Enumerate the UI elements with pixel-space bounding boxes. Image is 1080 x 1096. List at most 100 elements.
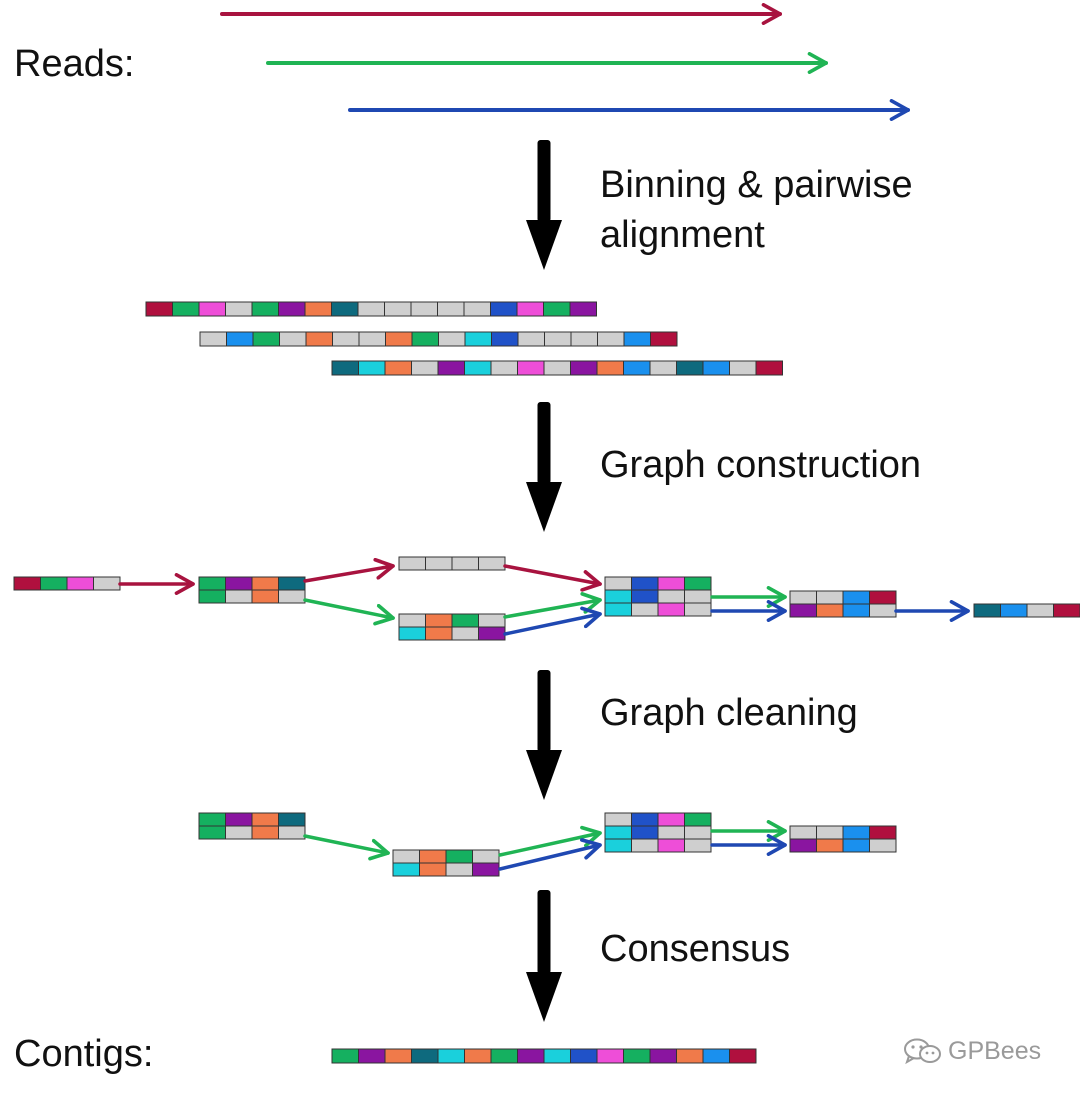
clean-node-4 bbox=[789, 825, 897, 853]
aligned-read-2-cell bbox=[385, 331, 413, 347]
clean-node-4-row-cell bbox=[816, 825, 844, 840]
aligned-read-3-cell bbox=[649, 360, 677, 376]
clean-node-2-row-cell bbox=[472, 849, 500, 864]
clean-node-1-row bbox=[198, 812, 306, 827]
clean-node-4-row-cell bbox=[789, 838, 817, 853]
graph-node-2-row-cell bbox=[225, 589, 253, 604]
contig-cell bbox=[543, 1048, 571, 1064]
graph-node-4-row-cell bbox=[451, 613, 479, 628]
aligned-read-2-cell bbox=[199, 331, 227, 347]
graph-node-7-row-cell bbox=[1053, 603, 1080, 618]
contig-cell bbox=[464, 1048, 492, 1064]
step-graph-cleaning-label: Graph cleaning bbox=[600, 692, 858, 734]
contig-cell bbox=[729, 1048, 757, 1064]
graph-node-7-row bbox=[973, 603, 1080, 618]
aligned-read-1-cell bbox=[543, 301, 571, 317]
graph-node-2-row-cell bbox=[198, 576, 226, 591]
contig-cell bbox=[490, 1048, 518, 1064]
clean-node-3-row-cell bbox=[684, 838, 712, 853]
aligned-read-3-cell bbox=[437, 360, 465, 376]
graph-node-5-row-cell bbox=[631, 602, 659, 617]
aligned-read-1-cell bbox=[172, 301, 200, 317]
step-binning-label: Binning & pairwise alignment bbox=[600, 164, 913, 257]
aligned-read-2-cell bbox=[464, 331, 492, 347]
aligned-read-1-cell bbox=[463, 301, 491, 317]
alignment-layer bbox=[145, 301, 783, 376]
aligned-read-2-cell bbox=[517, 331, 545, 347]
graph-node-2-row-cell bbox=[251, 576, 279, 591]
aligned-read-3-cell bbox=[490, 360, 518, 376]
graph-node-5-row-cell bbox=[684, 576, 712, 591]
clean-node-2-row bbox=[392, 862, 500, 877]
graph-node-5-row-cell bbox=[631, 576, 659, 591]
graph-node-1-row-cell bbox=[40, 576, 68, 591]
aligned-read-3-cell bbox=[411, 360, 439, 376]
clean-node-3-row bbox=[604, 838, 712, 853]
clean-node-2-row-cell bbox=[472, 862, 500, 877]
graph-node-6-row-cell bbox=[789, 590, 817, 605]
reads-label: Reads: bbox=[14, 43, 135, 85]
aligned-read-2-cell bbox=[650, 331, 678, 347]
aligned-read-3-cell bbox=[517, 360, 545, 376]
step-arrows bbox=[526, 140, 562, 1022]
aligned-read-1-cell bbox=[490, 301, 518, 317]
contig-cell bbox=[437, 1048, 465, 1064]
aligned-read-1-cell bbox=[251, 301, 279, 317]
clean-node-1-row-cell bbox=[225, 812, 253, 827]
edge-red bbox=[303, 557, 395, 583]
graph-node-7-row-cell bbox=[973, 603, 1001, 618]
clean-node-3-row-cell bbox=[604, 825, 632, 840]
clean-node-1-row-cell bbox=[251, 825, 279, 840]
aligned-read-2-cell bbox=[544, 331, 572, 347]
clean-node-3-row-cell bbox=[604, 812, 632, 827]
clean-node-2 bbox=[392, 849, 500, 877]
aligned-read-1-cell bbox=[145, 301, 173, 317]
graph-node-4-row-cell bbox=[451, 626, 479, 641]
clean-node-3-row-cell bbox=[631, 812, 659, 827]
aligned-read-2-cell bbox=[411, 331, 439, 347]
contig-cell bbox=[649, 1048, 677, 1064]
graph-node-4-row bbox=[398, 613, 506, 628]
aligned-read-2-cell bbox=[305, 331, 333, 347]
contig-cell bbox=[411, 1048, 439, 1064]
aligned-read-2-cell bbox=[226, 331, 254, 347]
graph-node-5-row-cell bbox=[657, 589, 685, 604]
graph-node-7-row-cell bbox=[1000, 603, 1028, 618]
clean-node-2-row-cell bbox=[392, 849, 420, 864]
graph-node-2-row bbox=[198, 589, 306, 604]
clean-node-1-row-cell bbox=[198, 825, 226, 840]
graph-node-5-row-cell bbox=[684, 602, 712, 617]
step-arrow-1 bbox=[526, 140, 562, 270]
wechat-icon bbox=[904, 1038, 941, 1065]
clean-node-2-row-cell bbox=[445, 862, 473, 877]
clean-node-3-row bbox=[604, 812, 712, 827]
clean-node-4-row-cell bbox=[842, 825, 870, 840]
edge-blue bbox=[503, 606, 602, 636]
watermark: GPBees bbox=[902, 1034, 1062, 1068]
graph-node-7-row-cell bbox=[1026, 603, 1054, 618]
graph-node-4-row-cell bbox=[425, 626, 453, 641]
aligned-read-2-cell bbox=[358, 331, 386, 347]
contig-cell bbox=[331, 1048, 359, 1064]
reads-layer bbox=[220, 3, 910, 121]
graph-node-4-row bbox=[398, 626, 506, 641]
graph-node-2-row-cell bbox=[225, 576, 253, 591]
aligned-read-3-cell bbox=[596, 360, 624, 376]
clean-node-4-row-cell bbox=[842, 838, 870, 853]
contig-cell bbox=[676, 1048, 704, 1064]
contig-cell bbox=[517, 1048, 545, 1064]
graph-node-3-row-cell bbox=[478, 556, 506, 571]
clean-graph-layer bbox=[198, 812, 897, 877]
clean-node-3-row-cell bbox=[657, 825, 685, 840]
edge-green bbox=[503, 592, 602, 619]
contig-cell bbox=[570, 1048, 598, 1064]
graph-node-7 bbox=[973, 603, 1080, 618]
contig bbox=[331, 1048, 757, 1064]
aligned-read-2-cell bbox=[252, 331, 280, 347]
aligned-read-2-cell bbox=[597, 331, 625, 347]
aligned-read-2-cell bbox=[570, 331, 598, 347]
aligned-read-2-cell bbox=[332, 331, 360, 347]
aligned-read-2-cell bbox=[623, 331, 651, 347]
clean-node-1-row bbox=[198, 825, 306, 840]
aligned-read-3-cell bbox=[464, 360, 492, 376]
